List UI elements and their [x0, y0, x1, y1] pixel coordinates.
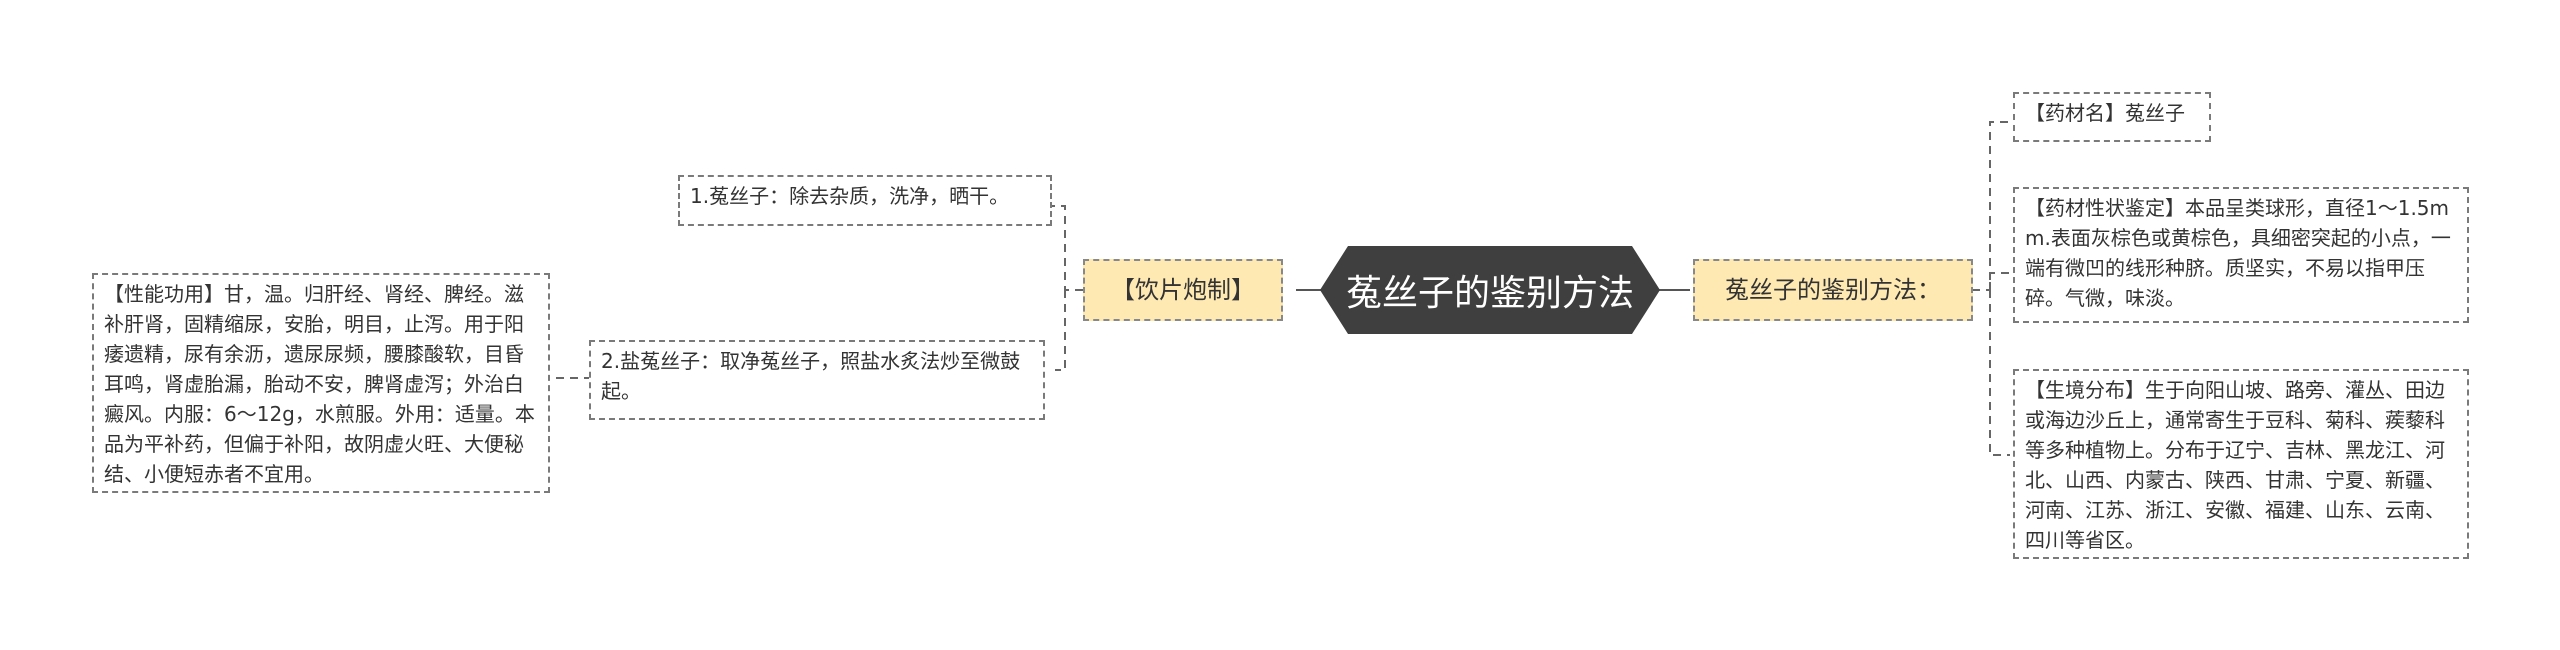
- processing-item-1-text: 1.菟丝子：除去杂质，洗净，晒干。: [690, 184, 1010, 208]
- herb-traits-text: 【药材性状鉴定】本品呈类球形，直径1～1.5mm.表面灰棕色或黄棕色，具细密突起…: [2025, 196, 2451, 310]
- processing-item-2-text: 2.盐菟丝子：取净菟丝子，照盐水炙法炒至微鼓起。: [601, 349, 1021, 403]
- herb-name-item[interactable]: 【药材名】菟丝子: [2013, 92, 2211, 142]
- properties-functions-text: 【性能功用】甘，温。归肝经、肾经、脾经。滋补肝肾，固精缩尿，安胎，明目，止泻。用…: [104, 282, 535, 486]
- branch-processing-label: 【饮片炮制】: [1111, 276, 1255, 304]
- herb-name-text: 【药材名】菟丝子: [2025, 101, 2185, 125]
- habitat-distribution-item[interactable]: 【生境分布】生于向阳山坡、路旁、灌丛、田边或海边沙丘上，通常寄生于豆科、菊科、蒺…: [2013, 369, 2469, 559]
- branch-processing[interactable]: 【饮片炮制】: [1083, 259, 1283, 321]
- branch-identification-label: 菟丝子的鉴别方法：: [1725, 276, 1941, 304]
- habitat-distribution-text: 【生境分布】生于向阳山坡、路旁、灌丛、田边或海边沙丘上，通常寄生于豆科、菊科、蒺…: [2025, 378, 2445, 552]
- processing-item-1[interactable]: 1.菟丝子：除去杂质，洗净，晒干。: [678, 175, 1052, 226]
- branch-identification[interactable]: 菟丝子的鉴别方法：: [1693, 259, 1973, 321]
- root-topic-label: 菟丝子的鉴别方法: [1345, 273, 1634, 314]
- properties-functions-item[interactable]: 【性能功用】甘，温。归肝经、肾经、脾经。滋补肝肾，固精缩尿，安胎，明目，止泻。用…: [92, 273, 550, 493]
- herb-traits-item[interactable]: 【药材性状鉴定】本品呈类球形，直径1～1.5mm.表面灰棕色或黄棕色，具细密突起…: [2013, 187, 2469, 323]
- processing-item-2[interactable]: 2.盐菟丝子：取净菟丝子，照盐水炙法炒至微鼓起。: [589, 340, 1045, 420]
- root-topic[interactable]: 菟丝子的鉴别方法: [1320, 246, 1660, 334]
